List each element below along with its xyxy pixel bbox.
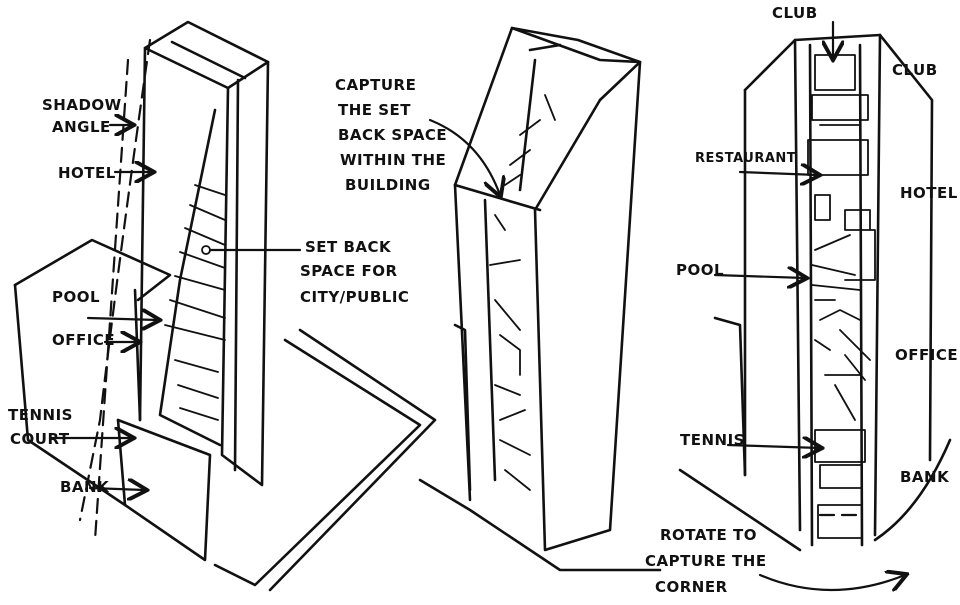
left-setback-void [158, 108, 222, 447]
label-setback-2: SPACE FOR [300, 262, 398, 280]
middle-tower-inner-left [483, 198, 497, 482]
left-tower-inner-edge [233, 78, 240, 472]
label-club-top: CLUB [772, 4, 818, 22]
right-ground-post [713, 316, 747, 477]
middle-roof-line [528, 43, 562, 52]
right-arrow-rotate [758, 575, 905, 590]
middle-void-edge [518, 58, 537, 192]
label-pool-left: POOL [52, 288, 100, 306]
label-setback-1: SET BACK [305, 238, 392, 256]
left-arrow-pool [86, 318, 158, 320]
label-capture-3: BACK SPACE [338, 126, 447, 144]
label-tennis-right: TENNIS [680, 431, 745, 449]
right-floor-bank [819, 464, 863, 489]
left-ground-outline-outer [268, 328, 437, 592]
right-arrow-tennis [726, 445, 820, 448]
label-office-right: OFFICE [895, 346, 958, 364]
label-shadow: SHADOW [42, 96, 122, 114]
label-setback-3: CITY/PUBLIC [300, 288, 409, 306]
right-arrow-restaurant [738, 172, 818, 175]
label-capture-4: WITHIN THE [340, 151, 446, 169]
middle-ground-line [418, 478, 662, 572]
left-arrow-bank [88, 488, 145, 490]
label-bank-left: BANK [60, 478, 110, 496]
right-floor-pool [811, 234, 861, 291]
label-pool-right: POOL [676, 261, 724, 279]
left-setback-floors [164, 184, 226, 421]
left-tower-edge-left [138, 46, 147, 422]
right-tower-top [793, 33, 882, 42]
left-tower-sketch [13, 20, 437, 592]
right-ground-right [873, 438, 952, 542]
left-shadow-line-2 [93, 58, 130, 542]
left-podium-front [116, 418, 212, 562]
right-tower-sketch [678, 20, 952, 590]
label-rotate-3: CORNER [655, 578, 728, 596]
right-floor-tennis [814, 429, 866, 463]
right-wing-left [743, 38, 802, 532]
middle-tower-sketch [418, 26, 662, 572]
right-tower-inner-left [808, 43, 814, 547]
right-wing-right [878, 33, 934, 462]
middle-tower-right-face [533, 60, 642, 552]
right-ground-left [678, 468, 802, 552]
left-podium-body [13, 283, 127, 507]
left-tower-edge-right [220, 60, 270, 487]
right-floor-hotel-a [814, 194, 831, 221]
label-bank-right: BANK [900, 468, 950, 486]
left-roof-line [170, 40, 247, 80]
label-tennis-left: TENNIS [8, 406, 73, 424]
label-club-right: CLUB [892, 61, 938, 79]
right-floor-office [814, 299, 871, 421]
middle-setback-floors [489, 94, 556, 491]
right-floor-2 [811, 94, 869, 121]
label-rotate-2: CAPTURE THE [645, 552, 767, 570]
left-tower-roof [143, 20, 270, 90]
label-capture-1: CAPTURE [335, 76, 416, 94]
label-capture-5: BUILDING [345, 176, 431, 194]
right-floor-restaurant [807, 139, 869, 176]
right-floor-hotel-b [844, 209, 876, 281]
label-hotel-left: HOTEL [58, 164, 116, 182]
label-angle: ANGLE [52, 118, 111, 136]
label-court: COURT [10, 430, 70, 448]
label-rotate-1: ROTATE TO [660, 526, 757, 544]
right-arrow-pool [713, 275, 805, 278]
left-setback-dot [201, 245, 211, 255]
middle-arrow-capture [428, 118, 500, 195]
right-floor-3 [819, 124, 861, 133]
left-ground-outline [213, 338, 422, 587]
label-restaurant: RESTAURANT [695, 151, 796, 166]
label-office-left: OFFICE [52, 331, 115, 349]
left-podium-top [13, 238, 172, 302]
middle-roof-back [510, 26, 642, 64]
label-hotel-right: HOTEL [900, 184, 958, 202]
right-tower-right-edge [873, 33, 882, 537]
middle-ground-post [453, 323, 472, 492]
left-podium-step [133, 288, 142, 422]
middle-tower-roof [453, 26, 642, 187]
right-floor-club [814, 54, 856, 91]
label-capture-2: THE SET [338, 101, 411, 119]
left-shadow-line [78, 38, 152, 522]
right-floor-lobby [817, 504, 863, 539]
